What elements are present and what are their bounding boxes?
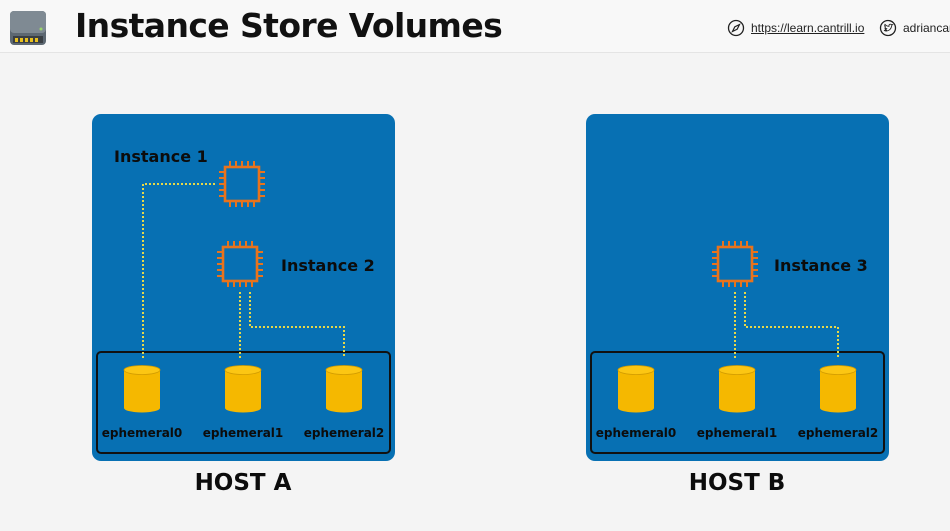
host-b-label: HOST B [688, 470, 786, 496]
host-a-label: HOST A [194, 470, 292, 496]
host-a-ephemeral0-label: ephemeral0 [101, 426, 183, 440]
host-a-ephemeral1-volume-icon[interactable] [224, 365, 262, 413]
twitter-bird-icon [879, 19, 897, 37]
page-title: Instance Store Volumes [75, 6, 503, 45]
host-a-volume-group [96, 351, 391, 454]
instance-1-label: Instance 1 [114, 147, 208, 166]
website-link[interactable]: https://learn.cantrill.io [727, 19, 864, 37]
host-a-ephemeral2-label: ephemeral2 [303, 426, 385, 440]
host-b-box [586, 114, 889, 461]
host-a-box [92, 114, 395, 461]
host-b [586, 114, 889, 461]
twitter-handle[interactable]: adriancan [903, 21, 950, 35]
host-b-connectors [734, 292, 839, 358]
host-b-ephemeral0-label: ephemeral0 [595, 426, 677, 440]
host-a-ephemeral0-volume-icon[interactable] [123, 365, 161, 413]
host-a [92, 114, 395, 461]
header-bar: Instance Store Volumes https://learn.can… [0, 0, 950, 53]
storage-drive-icon [10, 11, 46, 45]
host-b-ephemeral1-volume-icon[interactable] [718, 365, 756, 413]
host-a-ephemeral2-volume-icon[interactable] [325, 365, 363, 413]
host-a-ephemeral1-label: ephemeral1 [202, 426, 284, 440]
host-a-connectors [142, 183, 345, 358]
host-b-ephemeral0-volume-icon[interactable] [617, 365, 655, 413]
website-url[interactable]: https://learn.cantrill.io [751, 21, 865, 35]
host-b-ephemeral2-label: ephemeral2 [797, 426, 879, 440]
twitter-link[interactable]: adriancan [879, 19, 950, 37]
host-b-volume-group [590, 351, 885, 454]
compass-icon [727, 19, 745, 37]
host-b-ephemeral2-volume-icon[interactable] [819, 365, 857, 413]
instance-3-label: Instance 3 [774, 256, 868, 275]
host-b-ephemeral1-label: ephemeral1 [696, 426, 778, 440]
instance-2-label: Instance 2 [281, 256, 375, 275]
